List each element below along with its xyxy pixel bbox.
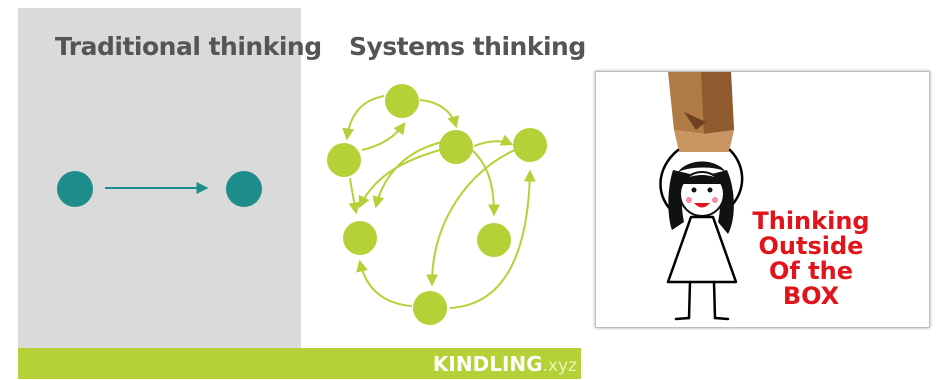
- kindling-footer-bar: KINDLING.xyz: [18, 348, 581, 379]
- systems-arrow-left-to-top: [361, 122, 406, 151]
- systems-arrow-bottom-to-lowerleft: [356, 259, 413, 307]
- caption-line-4: BOX: [782, 282, 840, 310]
- systems-arrow-bottom-to-right: [449, 169, 536, 309]
- systems-thinking-title: Systems thinking: [349, 32, 586, 61]
- systems-node-center: [439, 130, 473, 164]
- systems-arrow-top-to-center: [419, 99, 460, 129]
- kindling-brand: KINDLING.xyz: [433, 352, 577, 376]
- systems-arrow-center-to-lowerright: [471, 149, 500, 217]
- systems-node-bottom: [413, 291, 447, 325]
- traditional-node-end: [226, 171, 262, 207]
- systems-arrow-top-to-left: [342, 95, 385, 141]
- systems-node-right: [513, 128, 547, 162]
- stick-figure-body: [666, 215, 738, 284]
- thinking-outside-box-image: Thinking Outside Of the BOX: [595, 71, 930, 328]
- stick-figure-face: [679, 171, 725, 217]
- thinking-outside-box-caption: Thinking Outside Of the BOX: [726, 209, 896, 309]
- systems-arrow-center-to-right: [473, 134, 514, 147]
- brand-suffix: .xyz: [542, 356, 577, 376]
- stick-figure-illustration: [659, 72, 744, 321]
- systems-node-lower-right: [477, 223, 511, 257]
- caption-line-1: Thinking: [752, 207, 870, 235]
- stick-figure-legs: [674, 280, 730, 321]
- traditional-node-start: [57, 171, 93, 207]
- systems-node-left: [327, 143, 361, 177]
- brand-name: KINDLING: [432, 352, 543, 376]
- paper-bag-icon: [668, 72, 734, 152]
- caption-line-3: Of the: [768, 257, 854, 285]
- traditional-thinking-title: Traditional thinking: [55, 32, 322, 61]
- caption-line-2: Outside: [758, 232, 864, 260]
- systems-arrow-right-to-bottom: [426, 149, 516, 287]
- systems-node-lower-left: [343, 221, 377, 255]
- systems-arrow-center-to-lowerleft-b: [372, 141, 443, 209]
- systems-node-top: [385, 84, 419, 118]
- systems-arrow-center-to-lowerleft-a: [358, 149, 441, 209]
- systems-arrow-left-to-lowerleft: [348, 177, 361, 215]
